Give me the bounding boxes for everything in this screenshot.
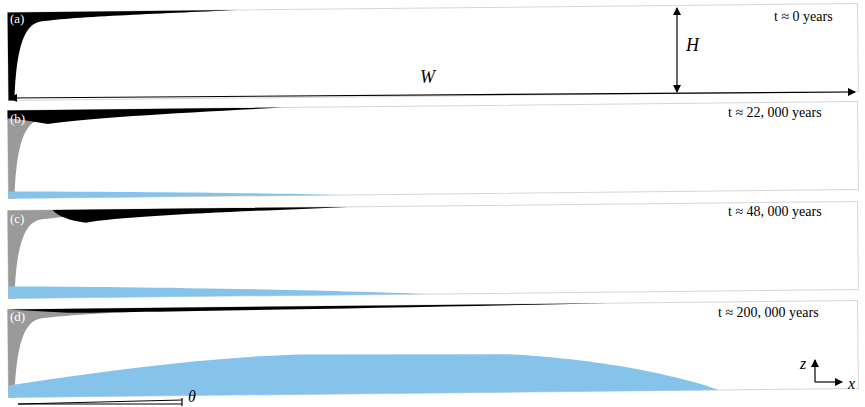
angle-slope xyxy=(18,400,182,404)
height-arrow xyxy=(676,8,677,92)
panel-letter: (d) xyxy=(10,310,25,323)
axis-label: x xyxy=(848,376,855,392)
panel-b xyxy=(8,102,859,199)
x-axis xyxy=(815,381,842,382)
angle-label: θ xyxy=(188,389,196,405)
panel-letter: (a) xyxy=(10,12,24,25)
time-label: t ≈ 200, 000 years xyxy=(718,306,819,320)
time-label: t ≈ 48, 000 years xyxy=(728,205,822,219)
angle-mark xyxy=(181,398,182,406)
panel-d xyxy=(8,301,859,398)
panel-letter: (c) xyxy=(10,212,24,225)
panel-c xyxy=(8,202,859,299)
width-arrow xyxy=(10,92,855,98)
panel-letter: (b) xyxy=(10,112,25,125)
dimension-label: W xyxy=(420,68,435,86)
dimension-label: H xyxy=(686,36,699,54)
axis-label: z xyxy=(800,356,806,372)
z-axis xyxy=(814,360,815,382)
time-label: t ≈ 0 years xyxy=(774,10,833,24)
panel-a xyxy=(8,4,859,101)
time-label: t ≈ 22, 000 years xyxy=(728,106,822,120)
